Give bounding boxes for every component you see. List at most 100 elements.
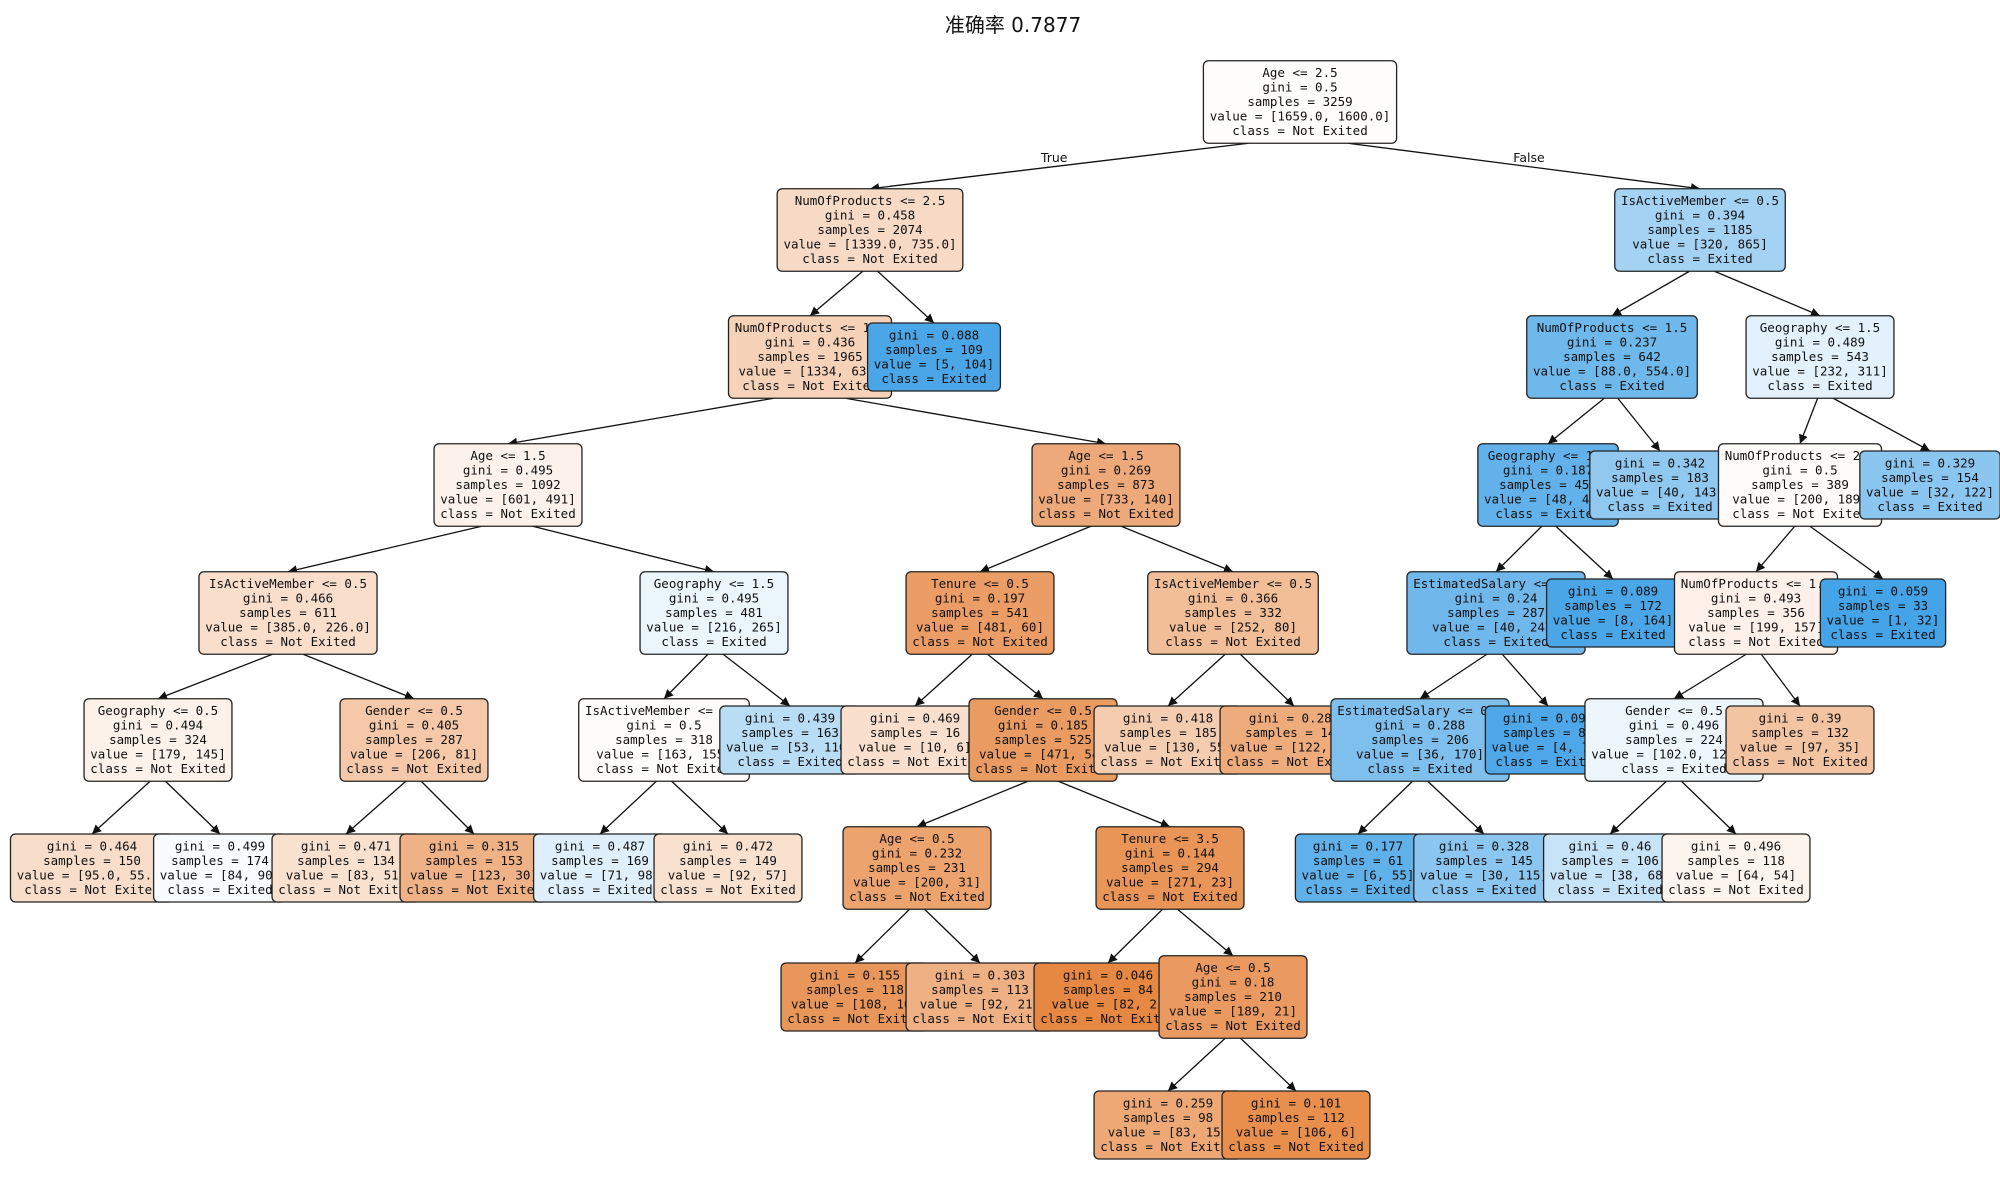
node-text-line: value = [40, 247] [1432, 620, 1560, 635]
node-text-line: gini = 0.144 [1125, 846, 1215, 861]
node-text-line: IsActiveMember <= 0.5 [1154, 576, 1312, 591]
node-text-line: gini = 0.177 [1313, 838, 1403, 853]
node-text-line: samples = 84 [1063, 982, 1153, 997]
node-box [842, 826, 992, 910]
node-text-line: class = Not Exited [346, 761, 481, 776]
node-text-line: gini = 0.366 [1188, 591, 1278, 606]
node-text-line: value = [53, 110] [726, 739, 854, 754]
node-text-line: samples = 132 [1751, 725, 1849, 740]
tree-edge [1832, 397, 1931, 452]
tree-edge [1673, 653, 1747, 700]
tree-edge [1495, 525, 1543, 573]
node-text-line: gini = 0.155 [810, 967, 900, 982]
node-text-line: gini = 0.494 [113, 718, 203, 733]
node-text-line: gini = 0.405 [369, 718, 459, 733]
node-text-line: samples = 109 [885, 342, 983, 357]
node-text-line: NumOfProducts <= 2.5 [1725, 448, 1876, 463]
tree-edge [914, 653, 973, 707]
node-text-line: value = [48, 411] [1484, 492, 1612, 507]
node-box [433, 443, 583, 527]
node-text-line: value = [179, 145] [90, 747, 225, 762]
tree-edge [916, 780, 1029, 828]
node-text-line: class = Not Exited [1732, 754, 1867, 769]
chart-title: 准确率 0.7877 [945, 13, 1081, 37]
node-text-line: Age <= 0.5 [1195, 960, 1270, 975]
node-text-line: gini = 0.288 [1375, 718, 1465, 733]
node-text-line: value = [6, 55] [1302, 867, 1415, 882]
tree-edge [1239, 653, 1295, 707]
node-text-line: gini = 0.439 [745, 710, 835, 725]
node-text-line: samples = 169 [551, 853, 649, 868]
tree-edge [1547, 397, 1605, 445]
tree-edge [1357, 780, 1414, 835]
node-text-line: value = [95.0, 55.0] [17, 867, 168, 882]
node-text-line: class = Not Exited [742, 378, 877, 393]
node-text-line: gini = 0.089 [1568, 583, 1658, 598]
node-text-line: value = [481, 60] [916, 620, 1044, 635]
node-text-line: class = Not Exited [1228, 1139, 1363, 1154]
tree-edge [869, 142, 1249, 193]
node-text-line: value = [88.0, 554.0] [1533, 364, 1691, 379]
node-text-line: samples = 1965 [757, 349, 862, 364]
node-text-line: samples = 224 [1625, 732, 1723, 747]
node-text-line: value = [71, 98] [540, 867, 660, 882]
node-text-line: gini = 0.342 [1615, 455, 1705, 470]
node-box [905, 571, 1055, 655]
node-text-line: samples = 1092 [455, 477, 560, 492]
tree-edge [1809, 525, 1884, 580]
node-text-line: gini = 0.101 [1251, 1095, 1341, 1110]
node-text-line: class = Exited [1443, 634, 1548, 649]
node-text-line: class = Not Exited [802, 251, 937, 266]
node-text-line: samples = 356 [1707, 605, 1805, 620]
node-text-line: samples = 231 [868, 860, 966, 875]
tree-edge [1714, 270, 1821, 317]
node-text-line: samples = 287 [1447, 605, 1545, 620]
node-text-line: gini = 0.493 [1711, 591, 1801, 606]
node-text-line: gini = 0.185 [998, 718, 1088, 733]
node-text-line: gini = 0.458 [825, 208, 915, 223]
node-text-line: value = [30, 115] [1420, 867, 1548, 882]
node-text-line: samples = 174 [171, 853, 269, 868]
node-text-line: class = Not Exited [1040, 1011, 1175, 1026]
node-text-line: class = Not Exited [1100, 754, 1235, 769]
tree-edge [1240, 1037, 1297, 1092]
node-text-line: samples = 525 [994, 732, 1092, 747]
node-text-line: Gender <= 0.5 [994, 703, 1092, 718]
node-text-line: samples = 206 [1371, 732, 1469, 747]
node-text-line: samples = 81 [1503, 725, 1593, 740]
node-text-line: class = Not Exited [1165, 634, 1300, 649]
node-text-line: class = Exited [547, 882, 652, 897]
node-text-line: gini = 0.496 [1629, 718, 1719, 733]
node-text-line: samples = 318 [615, 732, 713, 747]
node-text-line: value = [733, 140] [1038, 492, 1173, 507]
node-text-line: value = [1334, 631] [739, 364, 882, 379]
node-text-line: class = Exited [1830, 627, 1935, 642]
node-text-line: gini = 0.466 [243, 591, 333, 606]
node-text-line: samples = 611 [239, 605, 337, 620]
node-text-line: class = Not Exited [1232, 123, 1367, 138]
node-text-line: gini = 0.5 [626, 718, 701, 733]
tree-edge [877, 270, 935, 324]
node-text-line: NumOfProducts <= 1.5 [735, 320, 886, 335]
node-text-line: gini = 0.469 [870, 710, 960, 725]
node-text-line: value = [200, 189] [1732, 492, 1867, 507]
node-text-line: class = Exited [167, 882, 272, 897]
node-text-line: samples = 172 [1564, 598, 1662, 613]
node-text-line: gini = 0.471 [301, 838, 391, 853]
